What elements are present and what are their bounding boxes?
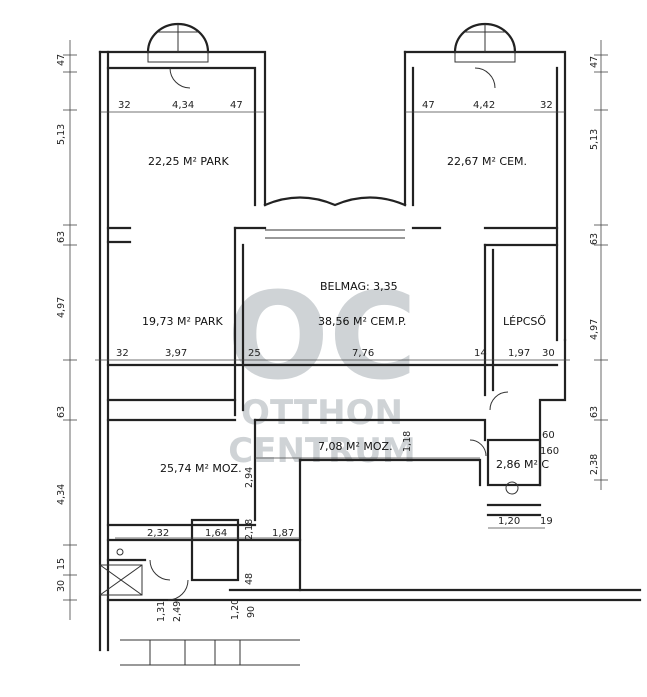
room-mc-small: 2,86 M² C [496,458,549,471]
middle-dimensions: 32 3,97 25 7,76 14 1,97 30 [116,348,555,359]
dim-mid-g: 30 [542,348,555,359]
watermark-logo: OC [227,268,417,407]
room-lepcso: LÉPCSŐ [503,314,546,328]
walls [98,50,642,666]
dim-232: 2,32 [147,528,169,539]
dim-top-l1: 32 [118,100,131,111]
left-dim-434: 4,34 [56,484,67,505]
right-dim-513: 5,13 [589,129,600,150]
dim-top-r2: 4,42 [473,100,495,111]
dim-mid-d: 7,76 [352,348,374,359]
right-dim-63b: 63 [589,406,600,418]
room-cemp-center: 38,56 M² CEM.P. [318,315,406,328]
right-dim-497: 4,97 [589,319,600,340]
left-dim-63: 63 [56,231,67,243]
doors [116,67,519,601]
left-dim-30: 30 [56,580,67,592]
room-labels: 22,25 M² PARK 22,67 M² CEM. BELMAG: 3,35… [142,155,549,475]
dim-top-r3: 32 [540,100,553,111]
dim-120b: 1,20 [230,599,241,620]
small-dimensions: 1,18 60 160 2,94 1,20 19 2,32 1,64 2,18 … [147,430,559,622]
room-belmag: BELMAG: 3,35 [320,280,398,293]
dim-90: 90 [246,606,257,618]
dim-118: 1,18 [402,431,413,452]
left-dim-513: 5,13 [56,124,67,145]
dim-218: 2,18 [244,519,255,540]
right-dim-47: 47 [589,56,600,68]
room-park-mid-left: 19,73 M² PARK [142,315,223,328]
right-dimension-chain: 47 5,13 63 4,97 63 2,38 [589,40,608,490]
dim-249: 2,49 [172,601,183,622]
dim-mid-c: 25 [248,348,261,359]
dim-60: 60 [542,430,555,441]
dim-mid-f: 1,97 [508,348,530,359]
watermark-line2: CENTRUM [228,431,415,471]
dim-187: 1,87 [272,528,294,539]
dimension-lines [95,111,570,539]
left-dim-63b: 63 [56,406,67,418]
right-dim-238: 2,38 [589,454,600,475]
dim-top-r1: 47 [422,100,435,111]
left-dim-47: 47 [56,54,67,66]
room-moz-lower-left: 25,74 M² MOZ. [160,462,242,475]
watermark: OC OTTHON CENTRUM [227,268,417,471]
dim-mid-b: 3,97 [165,348,187,359]
dim-top-l2: 4,34 [172,100,194,111]
dim-48: 48 [244,573,255,585]
left-dimension-chain: 47 5,13 63 4,97 63 4,34 30 15 [56,40,77,620]
room-cem-top-right: 22,67 M² CEM. [447,155,527,168]
dim-mid-e: 14 [474,348,487,359]
room-park-top-left: 22,25 M² PARK [148,155,229,168]
right-dim-63: 63 [589,233,600,245]
dim-164: 1,64 [205,528,227,539]
dim-120: 1,20 [498,516,520,527]
balconies [146,22,517,63]
left-dim-15: 15 [56,558,67,570]
dim-131: 1,31 [156,601,167,622]
top-dimensions: 32 4,34 47 47 4,42 32 [118,100,553,111]
dim-top-l3: 47 [230,100,243,111]
dim-160: 160 [540,446,559,457]
dim-294: 2,94 [244,467,255,488]
dim-19: 19 [540,516,553,527]
room-moz-corridor: 7,08 M² MOZ. [318,440,393,453]
left-dim-497: 4,97 [56,297,67,318]
watermark-line1: OTTHON [241,393,403,433]
dim-mid-a: 32 [116,348,129,359]
